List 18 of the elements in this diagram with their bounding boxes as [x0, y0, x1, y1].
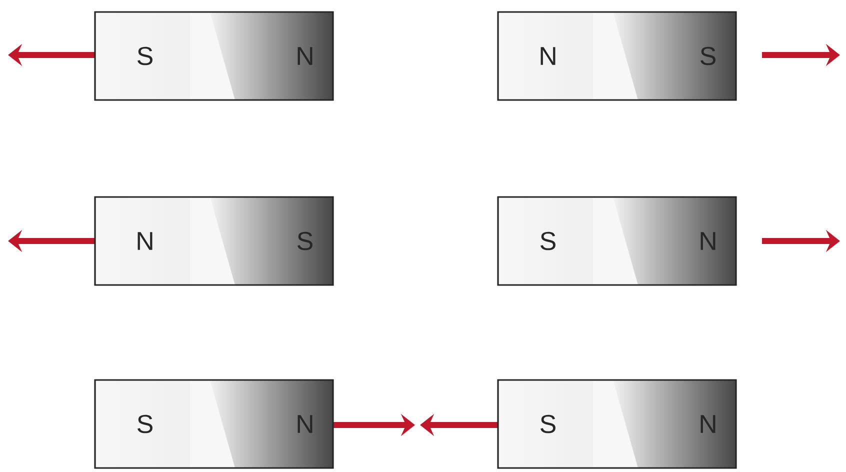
pole-label: N	[138, 232, 152, 250]
pole-label: N	[540, 47, 556, 65]
pole-label: S	[138, 46, 152, 66]
pole-label: N	[700, 415, 716, 433]
pole-label: N	[298, 47, 312, 65]
pole-label: S	[138, 414, 152, 434]
magnet-bar	[497, 11, 737, 101]
magnet-bar	[497, 196, 737, 286]
pole-label: N	[700, 232, 716, 250]
pole-label: N	[298, 415, 312, 433]
magnet-bar	[497, 379, 737, 469]
magnet-bar	[94, 379, 334, 469]
magnet-bar	[94, 11, 334, 101]
pole-label: S	[298, 232, 312, 250]
pole-label: S	[700, 46, 716, 66]
pole-label: S	[540, 232, 556, 250]
pole-label: S	[540, 414, 556, 434]
magnet-bar	[94, 196, 334, 286]
